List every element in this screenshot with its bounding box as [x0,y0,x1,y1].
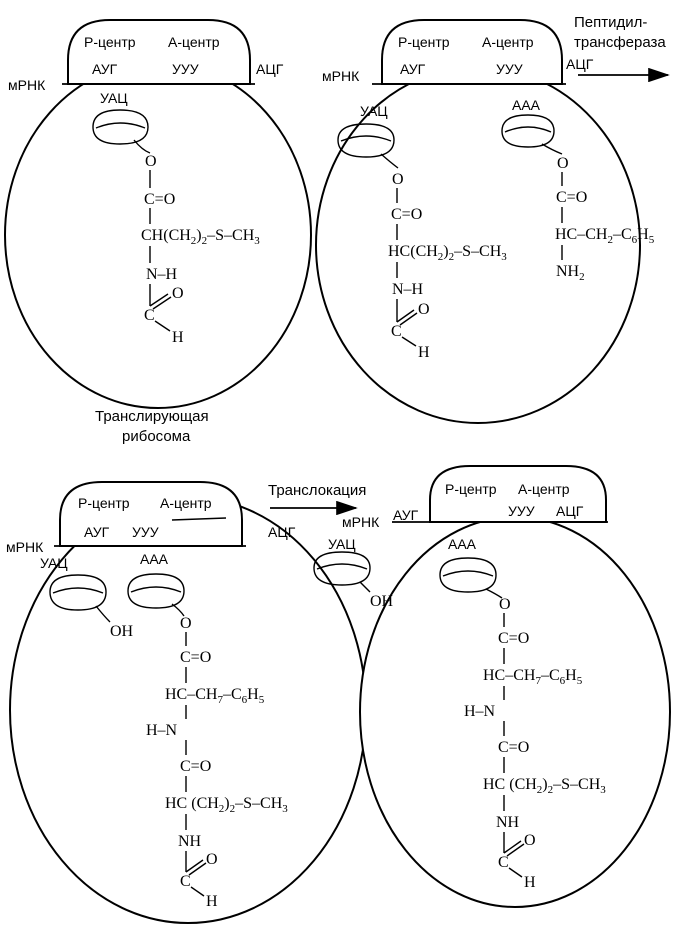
panel-post-translocation: Р-центр А-центр АУГ УУУ АЦГ мРНК УАЦ OH … [313,465,671,908]
ester-o-4: O [499,596,511,613]
anticodon-aaa: AAA [448,536,477,552]
codon-acg: АЦГ [268,524,296,540]
anticodon-aaa: AAA [512,97,541,113]
a-site-label: А-центр [168,34,220,50]
trna-peptidyl-icon [439,557,503,599]
amide-hn-4: H–N [464,703,496,720]
trna-peptidyl-icon [127,573,185,617]
met-alpha-carbon-4: HC(CH2)2–S–CH3 [483,776,606,796]
carbonyl-4a: C=O [498,630,529,647]
amide-nh-4: NH [496,814,520,831]
formyl-h-3: H [206,893,218,910]
met-alpha-carbon: CH(CH2)2–S–CH3 [141,227,260,247]
p-site-label: Р-центр [445,481,497,497]
trna-met-icon [337,123,399,169]
ribosome-small-subunit [429,465,607,523]
amide-nh-p: N–H [392,281,424,298]
caption-line-2: рибосома [122,428,191,445]
phe-alpha-carbon-3: HC–CH7–C6H5 [165,686,265,706]
carbonyl-a: C=O [556,189,587,206]
formyl-c-3: C [180,873,191,890]
codon-aug: АУГ [84,524,110,540]
formyl-h-4: H [524,874,536,891]
trna-phe-icon [501,114,563,155]
formyl-c: C [144,307,155,324]
anticodon-uac: УАЦ [40,555,68,571]
enzyme-label-1: Пептидил- [574,14,647,31]
amine-nh2: NH2 [556,263,585,283]
carbonyl-p: C=O [391,206,422,223]
ribosome-small-subunit [59,481,243,547]
released-hydroxyl: OH [370,593,394,610]
p-site-label: Р-центр [398,34,450,50]
enzyme-label-2: трансфераза [574,34,666,51]
panel-pre-translocation: Р-центр А-центр АУГ УУУ мРНК АЦГ Трансло… [6,481,367,924]
ribosome-small-subunit [381,19,563,85]
carbonyl: C=O [144,191,175,208]
formyl-o: O [172,285,184,302]
carbonyl-4b: C=O [498,739,529,756]
released-anticodon-uac: УАЦ [328,536,356,552]
codon-aug: АУГ [400,61,426,77]
ribosome-small-subunit [67,19,251,85]
carbonyl-3b: C=O [180,758,211,775]
ester-o-a: O [557,155,569,172]
formyl-h: H [172,329,184,346]
p-site-label: Р-центр [84,34,136,50]
formyl-c-p: C [391,323,402,340]
mrna-label: мРНК [342,514,380,530]
panel-peptidyl-transfer: Р-центр А-центр АУГ УУУ мРНК АЦГ Пептиди… [315,14,670,424]
ester-o-p: O [392,171,404,188]
codon-acg: АЦГ [566,56,594,72]
mrna-label: мРНК [322,68,360,84]
p-site-label: Р-центр [78,495,130,511]
formyl-o-4: O [524,832,536,849]
met-alpha-carbon-3: HC(CH2)2–S–CH3 [165,795,288,815]
anticodon-uac: УАЦ [100,90,128,106]
anticodon-aaa: AAA [140,551,169,567]
ribosome-large-subunit [359,516,671,908]
released-trna-icon [313,551,371,593]
codon-uuu: УУУ [496,61,523,77]
formyl-o-p: O [418,301,430,318]
amide-nh-3: NH [178,833,202,850]
a-site-label: А-центр [518,481,570,497]
codon-aug: АУГ [393,507,419,523]
formyl-h-p: H [418,344,430,361]
panel-initiation: Р-центр А-центр АУГ УУУ мРНК АЦГ УАЦ O C… [4,19,312,409]
codon-acg: АЦГ [256,61,284,77]
anticodon-uac: УАЦ [360,103,388,119]
a-site-label: А-центр [160,495,212,511]
ester-o-3: O [180,615,192,632]
trna-met-icon [92,109,151,154]
a-site-label: А-центр [482,34,534,50]
hydroxyl: OH [110,623,134,640]
phe-alpha-carbon-a: HC–CH2–C6H5 [555,226,655,246]
ester-o: O [145,153,157,170]
caption-line-1: Транслирующая [95,408,209,425]
formyl-o-3: O [206,851,218,868]
trna-deacylated-icon [49,574,111,623]
phe-alpha-carbon-4: HC–CH7–C6H5 [483,667,583,687]
translocation-label: Транслокация [268,482,366,499]
codon-uuu: УУУ [508,503,535,519]
codon-uuu: УУУ [172,61,199,77]
formyl-c-4: C [498,854,509,871]
carbonyl-3a: C=O [180,649,211,666]
amide-nh: N–H [146,266,178,283]
mrna-label: мРНК [6,539,44,555]
met-alpha-carbon-p: HC(CH2)2–S–CH3 [388,243,507,263]
amide-hn-3: H–N [146,722,178,739]
codon-acg: АЦГ [556,503,584,519]
mrna-label: мРНК [8,77,46,93]
codon-uuu: УУУ [132,524,159,540]
codon-aug: АУГ [92,61,118,77]
